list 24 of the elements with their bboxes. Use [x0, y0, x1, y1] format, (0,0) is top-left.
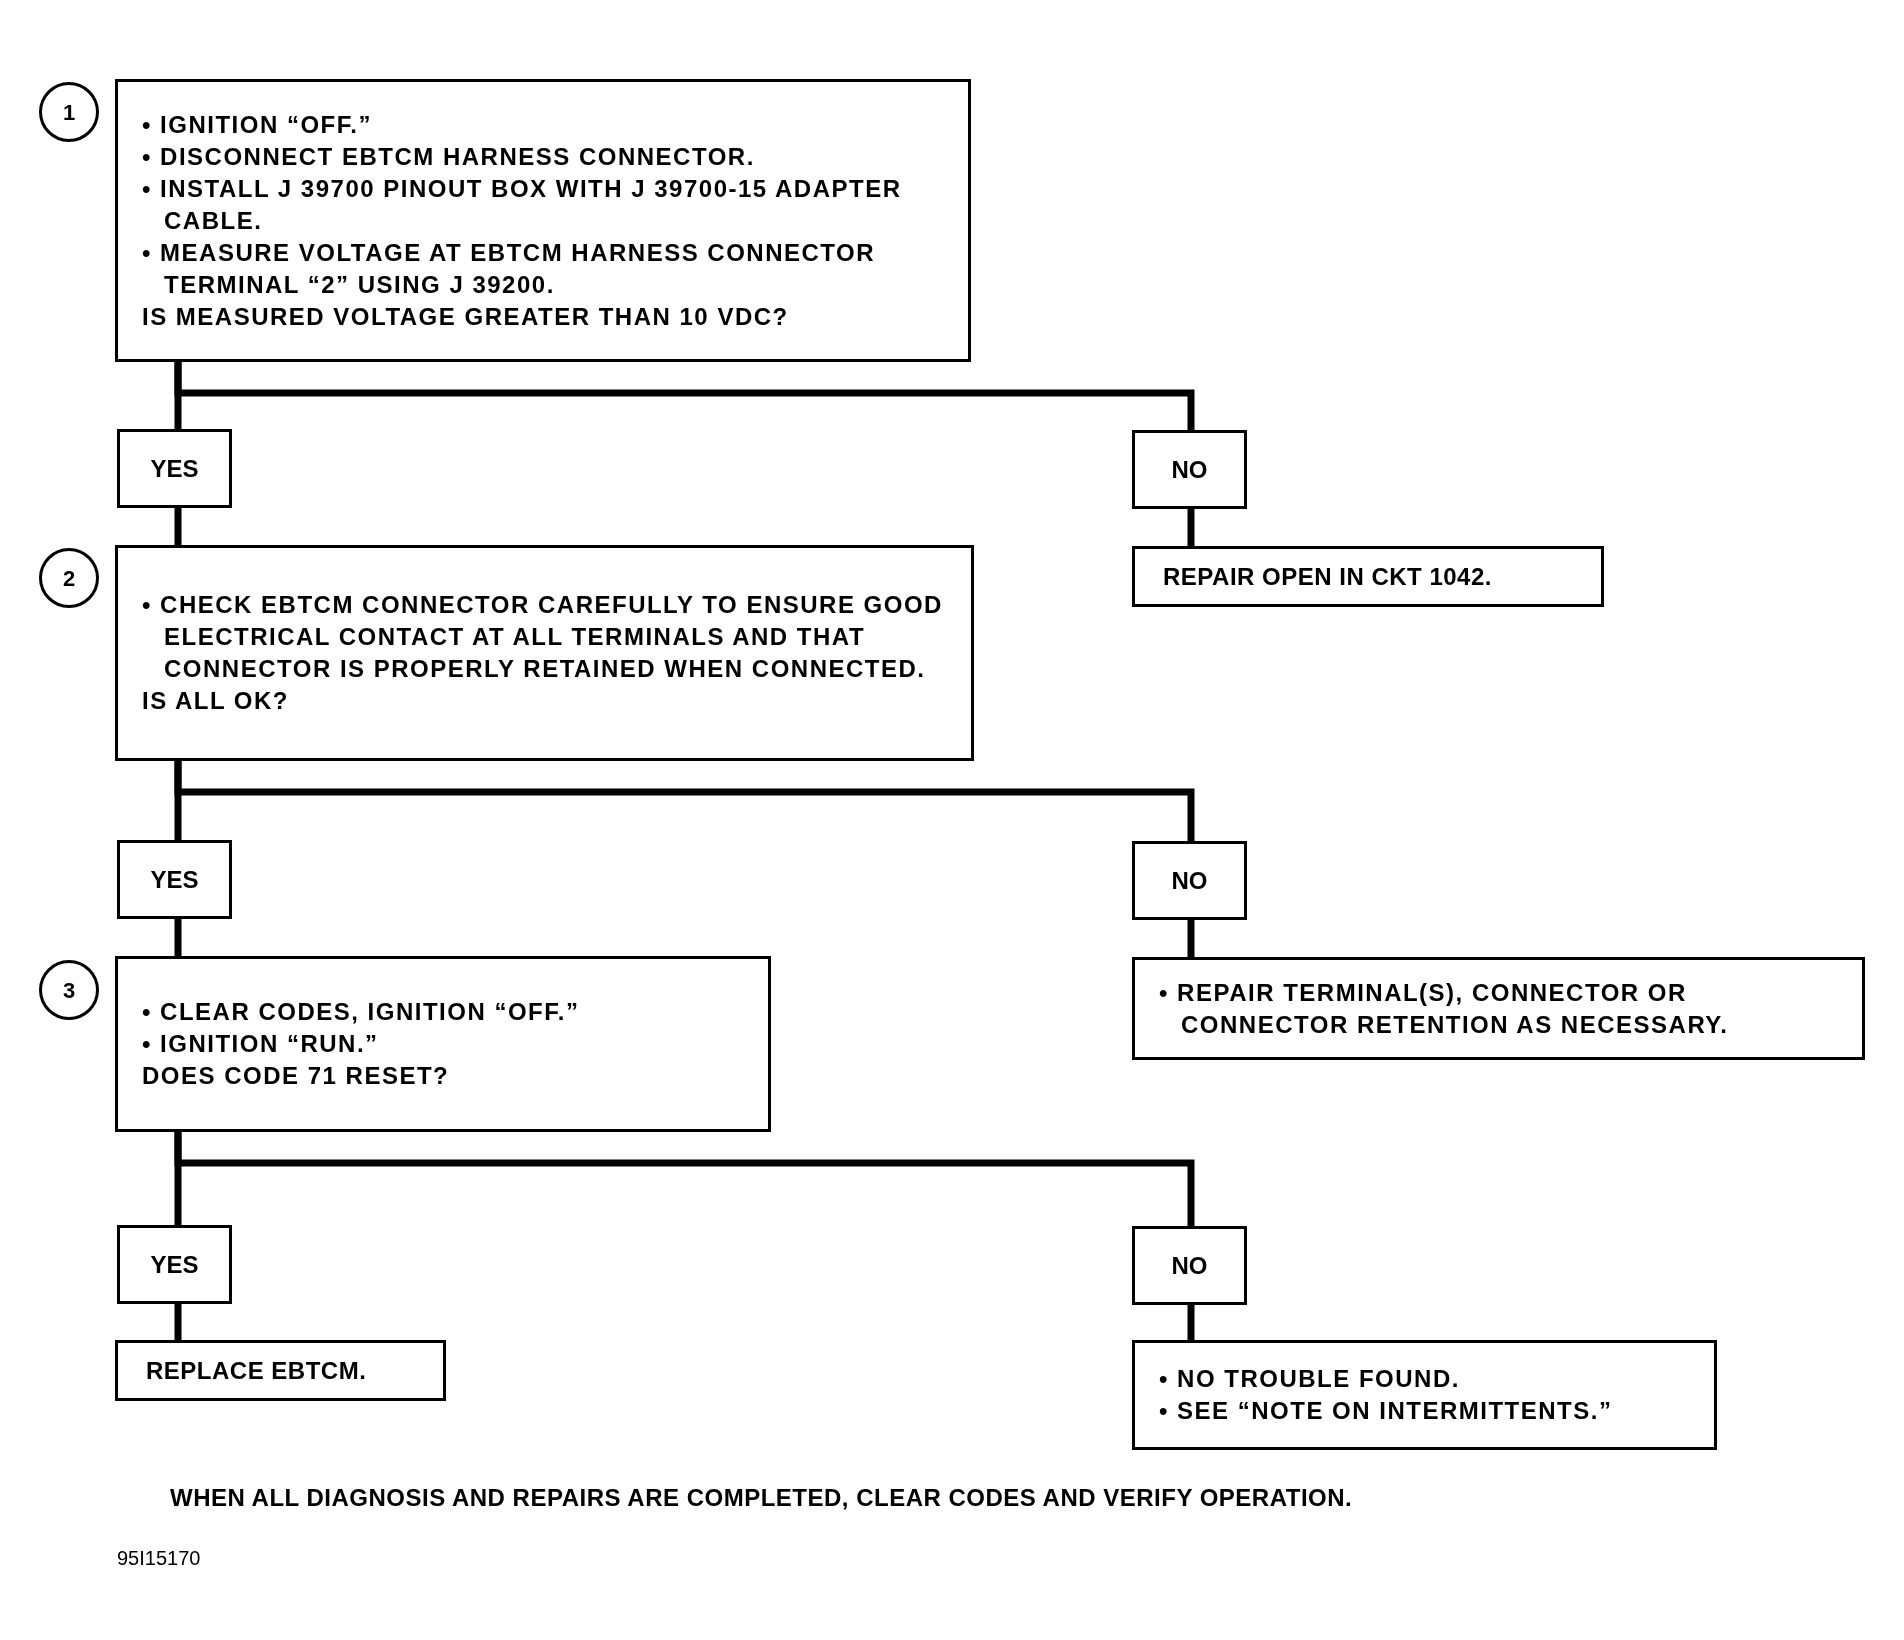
- connector-line: [174, 362, 1195, 430]
- process-box: • CHECK EBTCM CONNECTOR CAREFULLY TO ENSURE GOOD ELECTRICAL CONTACT AT ALL TERMINALS AND THAT CONNECTOR IS PROPERLY RETAINED WHEN CONNECTED. IS ALL OK?: [115, 545, 974, 761]
- footer-note: WHEN ALL DIAGNOSIS AND REPAIRS ARE COMPLETED, CLEAR CODES AND VERIFY OPERATION.: [170, 1483, 1353, 1513]
- result-box: REPAIR OPEN IN CKT 1042.: [1132, 546, 1604, 607]
- process-box: • CLEAR CODES, IGNITION “OFF.” • IGNITION “RUN.” DOES CODE 71 RESET?: [115, 956, 771, 1132]
- connector-line: [174, 1304, 182, 1340]
- connector-line: [1187, 920, 1195, 957]
- connector-line: [174, 508, 182, 545]
- answer-box: YES: [117, 1225, 232, 1304]
- result-box: REPLACE EBTCM.: [115, 1340, 446, 1401]
- connector-line: [174, 1132, 1195, 1226]
- connector-line: [174, 919, 182, 956]
- process-box: • REPAIR TERMINAL(S), CONNECTOR OR CONNECTOR RETENTION AS NECESSARY.: [1132, 957, 1865, 1060]
- process-box: • NO TROUBLE FOUND. • SEE “NOTE ON INTERMITTENTS.”: [1132, 1340, 1717, 1450]
- answer-box: NO: [1132, 430, 1247, 509]
- answer-box: YES: [117, 840, 232, 919]
- answer-box: YES: [117, 429, 232, 508]
- figure-code: 95I15170: [117, 1546, 201, 1571]
- answer-box: NO: [1132, 841, 1247, 920]
- connector-line: [174, 761, 1195, 841]
- process-box: • IGNITION “OFF.” • DISCONNECT EBTCM HARNESS CONNECTOR. • INSTALL J 39700 PINOUT BOX WITH J 39700-15 ADAPTER CABLE. • MEASURE VOLTAGE AT EBTCM HARNESS CONNECTOR TERMINAL “2” USING J 39200. IS MEASURED VOLTAGE GREATER THAN 10 VDC?: [115, 79, 971, 362]
- connector-line: [1187, 1305, 1195, 1340]
- connector-line: [1187, 509, 1195, 546]
- answer-box: NO: [1132, 1226, 1247, 1305]
